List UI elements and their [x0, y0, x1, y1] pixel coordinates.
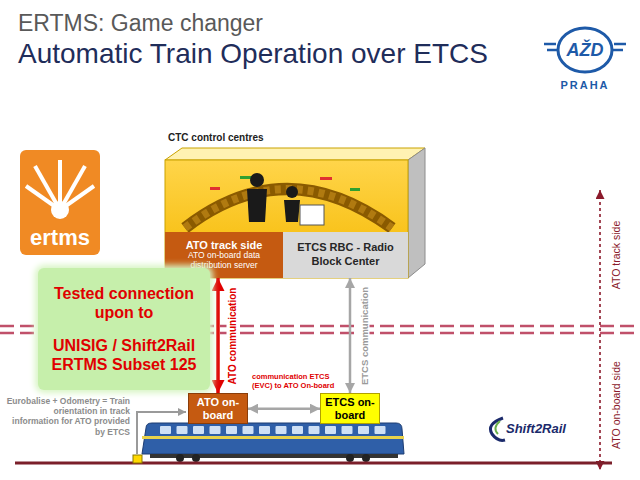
logo-letters: AŽD [562, 40, 608, 61]
connector-label: ETCS communication [359, 284, 370, 386]
etcs-onboard-box: ETCS on-board [320, 393, 380, 424]
rail [15, 462, 612, 465]
zone-label: ATO track side [610, 219, 622, 291]
subtitle: ERTMS: Game changer [18, 10, 263, 37]
ato-link [216, 278, 220, 393]
node-heading: ETCS RBC - Radio Block Center [287, 241, 404, 269]
train [142, 423, 404, 462]
leader-line [137, 412, 186, 454]
logo-city: PRAHA [549, 79, 621, 91]
zone-boundary [0, 190, 640, 470]
ato-onboard-box: ATO on-board [188, 393, 248, 424]
node-heading: Tested connection upon to [44, 284, 204, 322]
shift2rail-logo [490, 418, 505, 440]
etcs-link [349, 278, 352, 393]
connector-label: communication ETCS (EVC) to ATO On-board [252, 372, 344, 390]
logo-text: Shift2Rail [506, 421, 566, 436]
balise [133, 455, 142, 463]
company-logo [544, 28, 626, 72]
node-heading: ATO track side [186, 239, 263, 251]
control-centre-box: CTC control centresATO track sideATO on-… [160, 131, 432, 281]
node-heading: ETCS on-board [324, 396, 376, 421]
balise-note: Eurobalise + Odometry = Train orientatio… [6, 396, 130, 437]
logo-text: ertms [22, 225, 98, 251]
evc-link [248, 407, 320, 410]
rbc-box: ETCS RBC - Radio Block Center [283, 232, 408, 278]
node-heading: ATO on-board [192, 396, 244, 421]
callout-box: Tested connection upon to UNISIG / Shift2… [38, 268, 210, 390]
ertms-logo [20, 150, 100, 255]
node-body: UNISIG / Shift2Rail ERTMS Subset 125 [44, 336, 204, 374]
control-centre-illustration [165, 148, 425, 278]
zone-label: ATO on-board side [610, 359, 622, 451]
connector-label: ATO communication [227, 285, 238, 386]
node-heading: CTC control centres [160, 131, 264, 143]
title: Automatic Train Operation over ETCS [18, 38, 488, 70]
